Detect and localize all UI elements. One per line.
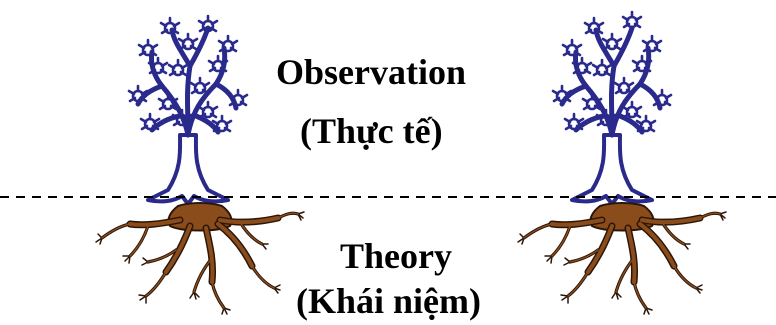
left-tree-icon: [127, 14, 249, 206]
theory-vi-label: (Khái niệm): [296, 281, 481, 321]
theory-label: Theory: [340, 236, 452, 276]
observation-label: Observation: [276, 52, 467, 92]
left-tree-trunk: [146, 133, 230, 206]
right-roots-icon: [517, 202, 727, 315]
right-tree-icon: [551, 10, 673, 206]
right-tree-trunk: [570, 133, 654, 206]
observation-vi-label: (Thực tế): [300, 111, 443, 151]
left-roots-icon: [95, 202, 305, 315]
